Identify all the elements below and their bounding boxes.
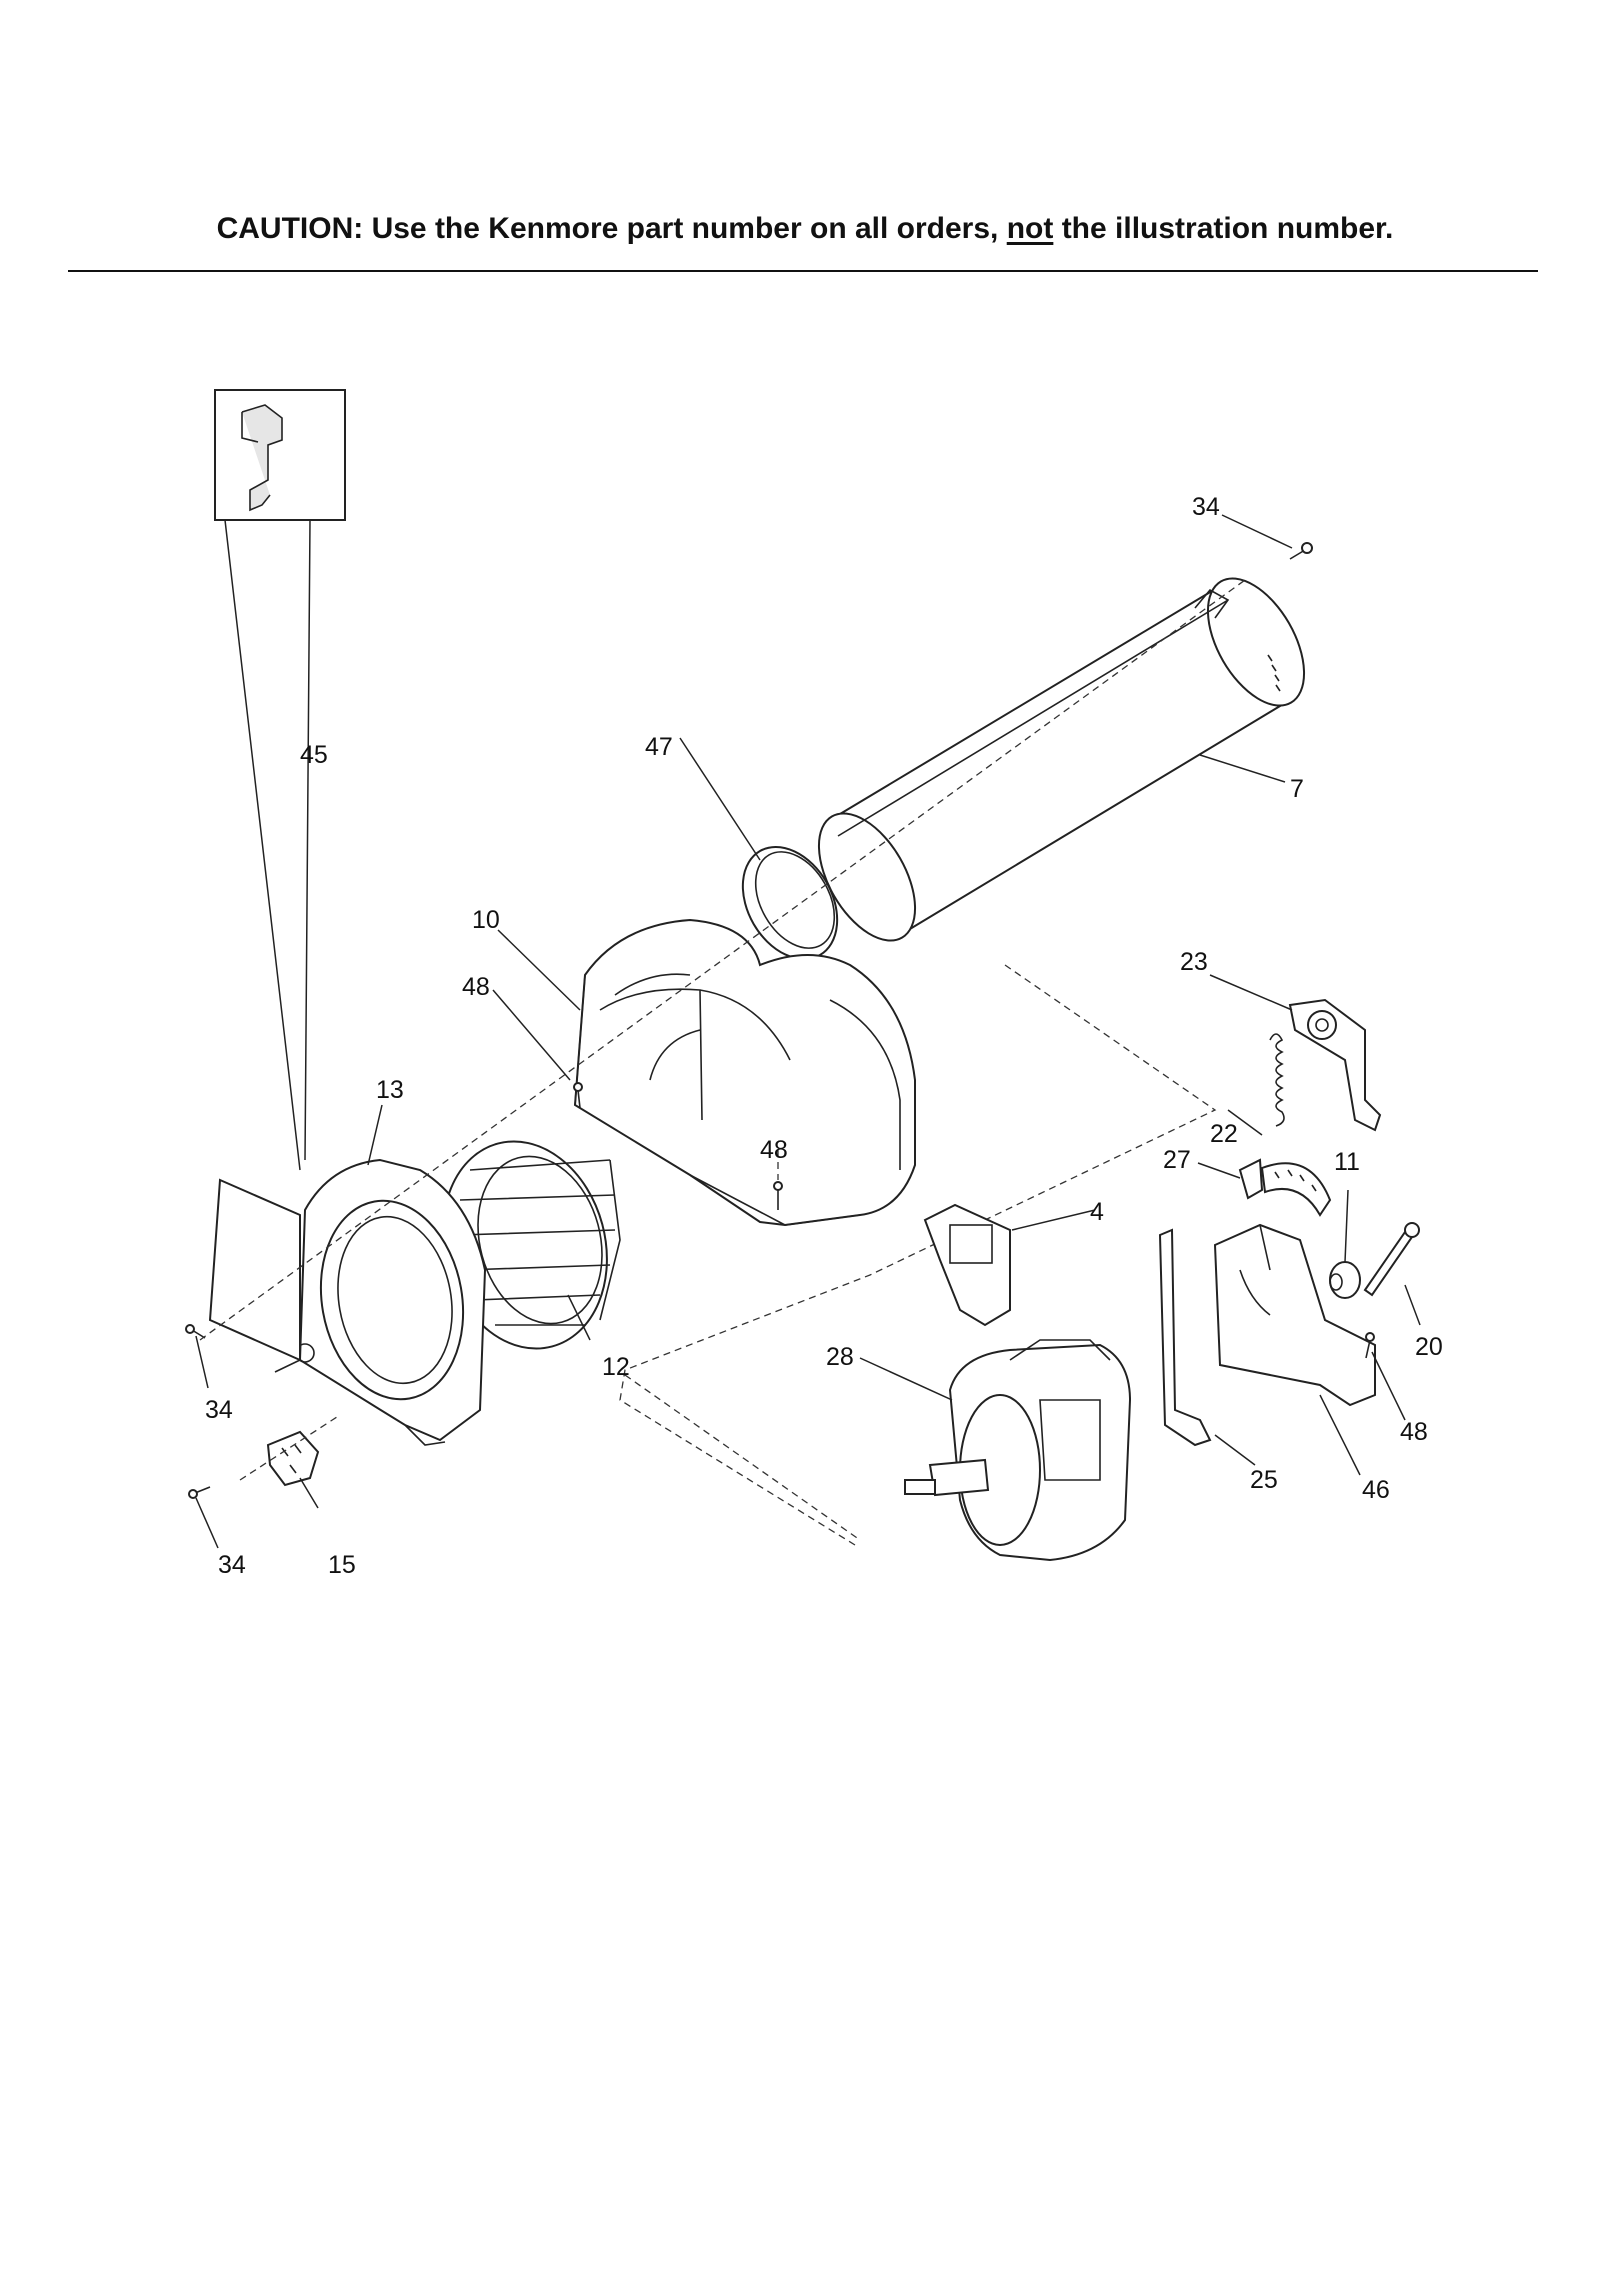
callout-22: 22 [1210, 1120, 1238, 1148]
part-48-screw-a [573, 1082, 583, 1109]
part-11-idler-pulley [1329, 1261, 1361, 1299]
caution-emphasis: not [1006, 212, 1054, 245]
switch-axis [239, 1414, 341, 1481]
part-23-idler-bracket [1288, 998, 1382, 1132]
part-7-duct-tube [817, 577, 1306, 942]
callout-46: 46 [1362, 1476, 1390, 1504]
callout-4: 4 [1090, 1198, 1104, 1226]
part-20-bolt [1363, 1222, 1420, 1297]
callout-34-bottom: 34 [218, 1551, 246, 1579]
callout-15: 15 [328, 1551, 356, 1579]
callout-48-a: 48 [462, 973, 490, 1001]
callout-34-top: 34 [1192, 493, 1220, 521]
callout-11: 11 [1334, 1148, 1360, 1176]
callout-34-left: 34 [205, 1396, 233, 1424]
callout-27: 27 [1163, 1146, 1191, 1174]
cover-shield-panel [208, 1178, 301, 1362]
part-25-belt [1158, 1228, 1212, 1447]
caution-text-suffix: the illustration number. [1053, 212, 1394, 245]
part-45-inset [214, 389, 346, 1171]
callout-13: 13 [376, 1076, 404, 1104]
callout-10: 10 [472, 906, 500, 934]
part-46-motor-bracket [1213, 1223, 1376, 1407]
part-28-motor [904, 1339, 1132, 1562]
caution-notice: CAUTION: Use the Kenmore part number on … [70, 212, 1540, 246]
callout-7: 7 [1290, 775, 1304, 803]
part-48-screw-c [1365, 1332, 1375, 1359]
callout-12: 12 [602, 1353, 630, 1381]
part-4-mount [923, 1203, 1011, 1327]
mounting-outline [619, 964, 1217, 1546]
callout-47: 47 [645, 733, 673, 761]
callout-48-b: 48 [760, 1136, 788, 1164]
part-34-left-screw [185, 1324, 206, 1339]
callout-leaders [195, 514, 1421, 1549]
caution-text-prefix: CAUTION: Use the Kenmore part number on … [216, 212, 1007, 245]
callout-23: 23 [1180, 948, 1208, 976]
callout-48-c: 48 [1400, 1418, 1428, 1446]
callout-28: 28 [826, 1343, 854, 1371]
part-34-top-screw [1289, 542, 1313, 560]
part-22-spring [1269, 1033, 1285, 1127]
part-48-screw-b [773, 1150, 783, 1210]
part-27-pulley-arm [1238, 1158, 1332, 1217]
callout-45: 45 [300, 741, 328, 769]
part-13-front-cover [274, 1158, 487, 1446]
callout-20: 20 [1415, 1333, 1443, 1361]
part-15-switch [266, 1430, 320, 1487]
callout-25: 25 [1250, 1466, 1278, 1494]
part-10-blower-housing [573, 918, 916, 1227]
part-34-bottom-screw [188, 1486, 211, 1499]
caution-divider [68, 270, 1538, 272]
